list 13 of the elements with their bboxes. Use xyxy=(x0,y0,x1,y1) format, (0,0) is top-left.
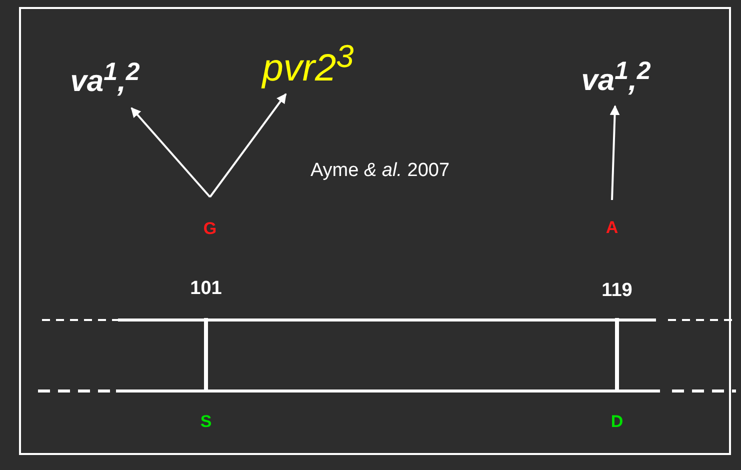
position-number: 119 xyxy=(602,280,632,302)
gene-label: pvr2$^{3}$ xyxy=(262,38,354,90)
position-number: 101 xyxy=(190,278,222,300)
arrow xyxy=(209,93,287,198)
residue-label: G xyxy=(203,219,217,239)
gene-label: va$^{1}$,$^{2}$ xyxy=(70,58,140,98)
gene-label: va$^{1}$,$^{2}$ xyxy=(581,56,651,98)
residue-label: D xyxy=(610,412,624,432)
residue-label: A xyxy=(606,218,618,238)
citation: Ayme & al. 2007 xyxy=(310,160,450,182)
arrow xyxy=(610,105,620,200)
residue-label: S xyxy=(200,412,212,432)
arrow xyxy=(130,107,211,198)
